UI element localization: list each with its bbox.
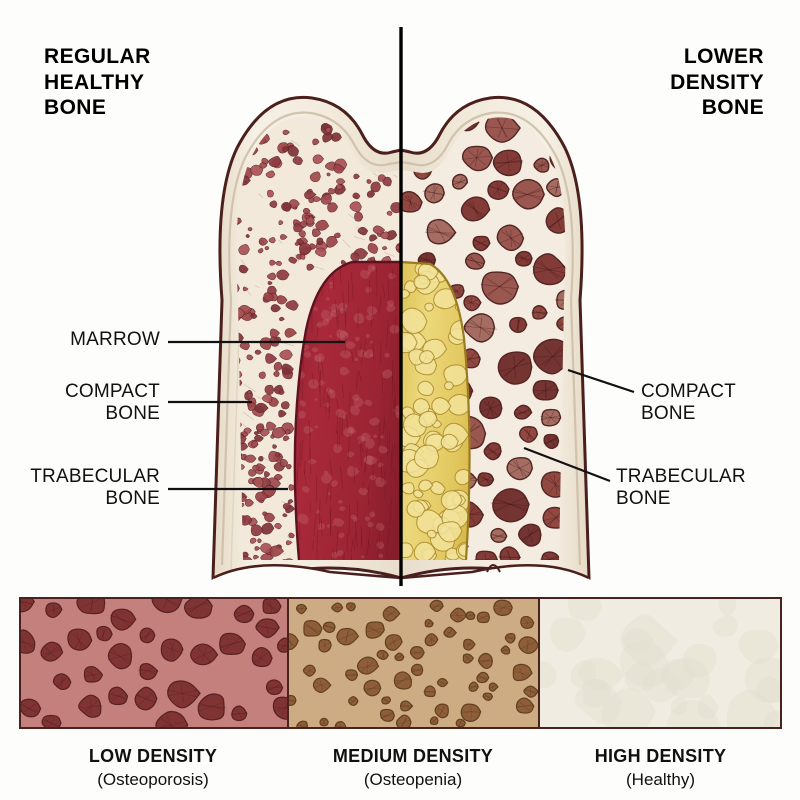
- caption-low-title: LOW DENSITY: [88, 746, 218, 766]
- bone-right-low-density: [399, 95, 591, 592]
- density-comparison-strip: [19, 597, 782, 729]
- callout-leader-lines: [168, 340, 635, 491]
- density-panel-medium: [286, 599, 538, 727]
- caption-medium-density: MEDIUM DENSITY (Osteopenia): [287, 746, 539, 790]
- caption-high-subtitle: (Healthy): [626, 770, 695, 789]
- heading-regular-healthy-bone: REGULAR HEALTHY BONE: [44, 45, 151, 120]
- compact-bone-left: [211, 95, 403, 580]
- caption-low-density: LOW DENSITY (Osteoporosis): [19, 746, 287, 790]
- bone-left-healthy: [211, 95, 403, 592]
- caption-medium-title: MEDIUM DENSITY: [332, 746, 494, 766]
- trabecular-bone-right: [401, 117, 566, 560]
- red-marrow: [294, 262, 401, 560]
- callout-trabecular-bone-right: TRABECULAR BONE: [616, 466, 746, 510]
- caption-low-subtitle: (Osteoporosis): [97, 770, 209, 789]
- callout-trabecular-bone-left: TRABECULAR BONE: [30, 466, 160, 510]
- density-panel-high: [537, 599, 780, 727]
- callout-compact-bone-left: COMPACT BONE: [65, 381, 160, 425]
- compact-bone-right: [399, 95, 591, 580]
- callout-compact-bone-right: COMPACT BONE: [641, 381, 736, 425]
- heading-lower-density-bone: LOWER DENSITY BONE: [670, 45, 764, 120]
- trabecular-bone-left: [236, 117, 401, 561]
- caption-high-density: HIGH DENSITY (Healthy): [539, 746, 782, 790]
- caption-medium-subtitle: (Osteopenia): [363, 770, 463, 789]
- density-panel-low: [21, 599, 287, 727]
- yellow-marrow: [401, 262, 470, 560]
- callout-marrow: MARROW: [70, 329, 160, 350]
- caption-high-title: HIGH DENSITY: [594, 746, 727, 766]
